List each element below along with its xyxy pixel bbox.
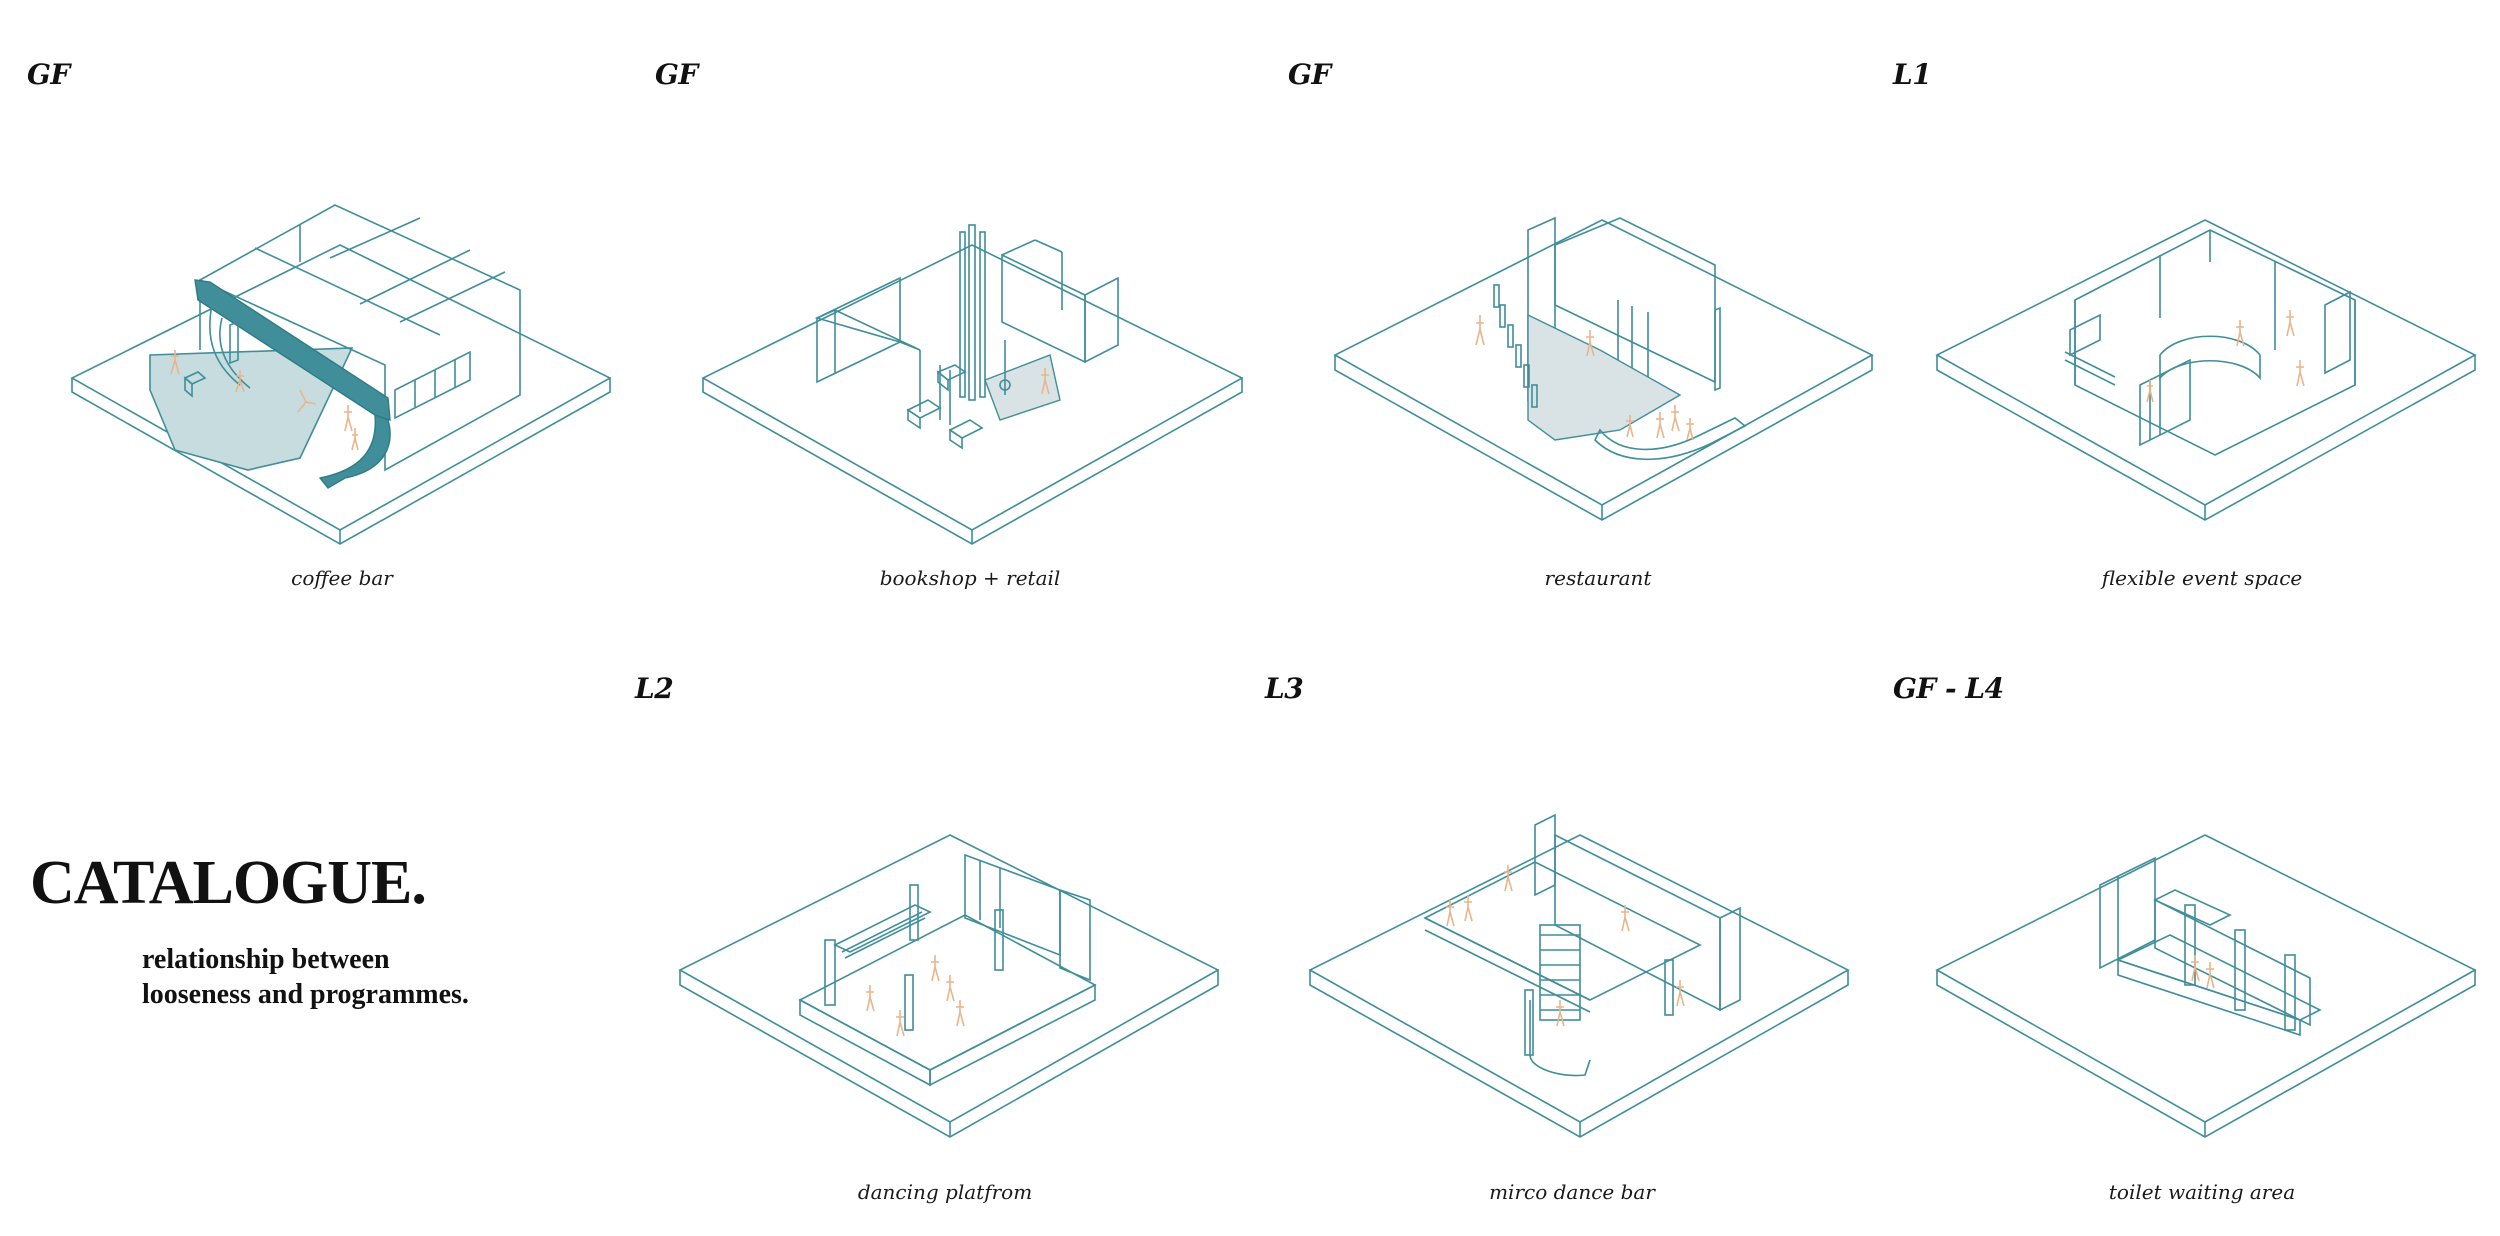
caption-coffee-bar: coffee bar — [291, 566, 393, 590]
level-label-toilet-waiting: GF - L4 — [1893, 672, 2004, 705]
level-label-dancing-platform: L2 — [635, 672, 674, 705]
caption-flexible-event: flexible event space — [2101, 566, 2303, 590]
caption-micro-dance-bar: mirco dance bar — [1489, 1180, 1655, 1204]
subtitle-line-1: relationship between — [142, 944, 390, 975]
subtitle-line-2: looseness and programmes. — [142, 979, 469, 1010]
axo-flexible-event-space — [1935, 219, 2477, 521]
catalogue-subtitle: relationship between looseness and progr… — [142, 942, 469, 1012]
axo-micro-dance-bar — [1308, 813, 1850, 1138]
level-label-bookshop: GF — [655, 58, 698, 91]
caption-dancing-platform: dancing platfrom — [857, 1180, 1033, 1204]
axo-restaurant — [1333, 216, 1874, 521]
catalogue-title: CATALOGUE. — [30, 849, 427, 917]
level-label-event-space: L1 — [1893, 58, 1932, 91]
level-label-micro-dance-bar: L3 — [1265, 672, 1304, 705]
caption-restaurant: restaurant — [1544, 566, 1652, 590]
axo-coffee-bar — [70, 204, 612, 545]
caption-toilet-waiting: toilet waiting area — [2108, 1180, 2296, 1204]
axo-toilet-waiting-area — [1935, 834, 2477, 1138]
axo-dancing-platform — [678, 834, 1220, 1138]
level-label-coffee-bar: GF — [27, 58, 70, 91]
caption-bookshop-retail: bookshop + retail — [879, 566, 1061, 590]
axo-bookshop-retail — [701, 224, 1244, 545]
level-label-restaurant: GF — [1288, 58, 1331, 91]
